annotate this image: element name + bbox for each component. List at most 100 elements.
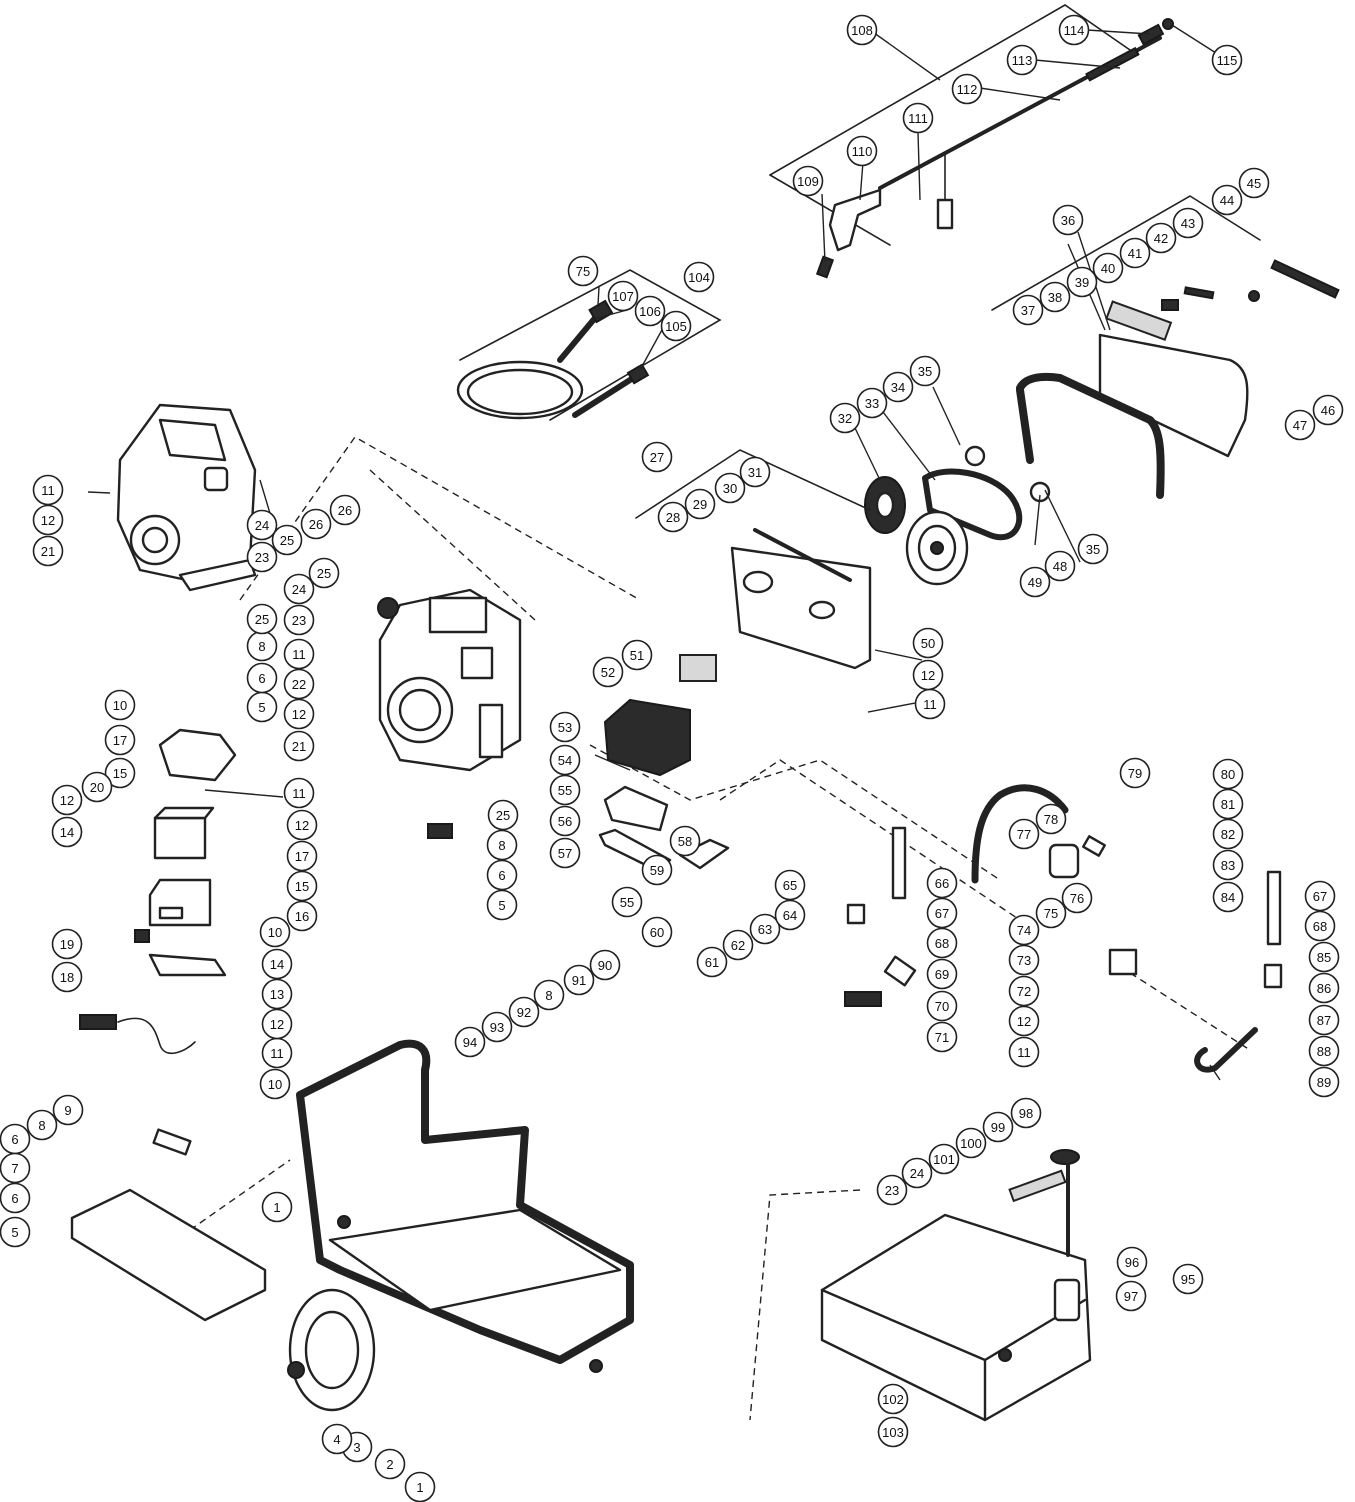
spray-gun-assembly (769, 4, 1174, 279)
callout-label: 1 (416, 1480, 423, 1495)
callout-87: 87 (1308, 1004, 1340, 1036)
callout-label: 47 (1293, 418, 1307, 433)
high-pressure-hose (456, 269, 722, 421)
callout-4: 4 (321, 1423, 353, 1455)
callout-label: 10 (268, 1077, 282, 1092)
callout-label: 60 (650, 925, 664, 940)
callout-label: 34 (891, 380, 905, 395)
callout-99: 99 (982, 1111, 1014, 1143)
callout-label: 13 (270, 987, 284, 1002)
callout-label: 9 (64, 1103, 71, 1118)
callout-label: 99 (991, 1120, 1005, 1135)
pulley-assembly (864, 445, 1051, 586)
callout-28: 28 (657, 501, 689, 533)
callout-label: 91 (572, 973, 586, 988)
callout-1: 1 (261, 1191, 293, 1223)
callout-23: 23 (246, 541, 278, 573)
fuel-tank (820, 1149, 1092, 1422)
callout-106: 106 (634, 295, 666, 327)
callout-label: 75 (576, 264, 590, 279)
callout-74: 74 (1008, 914, 1040, 946)
callout-57: 57 (549, 837, 581, 869)
callout-label: 17 (113, 733, 127, 748)
callout-label: 31 (748, 465, 762, 480)
callout-37: 37 (1012, 294, 1044, 326)
callout-label: 75 (1044, 906, 1058, 921)
callout-label: 8 (498, 838, 505, 853)
plumbing-assembly (844, 784, 1283, 1073)
callout-label: 55 (620, 895, 634, 910)
callout-104: 104 (683, 261, 715, 293)
callout-67: 67 (926, 897, 958, 929)
callout-72: 72 (1008, 975, 1040, 1007)
callout-label: 22 (292, 677, 306, 692)
callout-label: 74 (1017, 923, 1031, 938)
callout-label: 12 (60, 793, 74, 808)
callout-label: 24 (255, 518, 269, 533)
callout-label: 63 (758, 922, 772, 937)
callout-label: 25 (280, 533, 294, 548)
callout-label: 11 (292, 786, 306, 801)
callout-label: 5 (11, 1225, 18, 1240)
callout-26: 26 (329, 494, 361, 526)
callout-label: 11 (923, 697, 937, 712)
callout-label: 8 (258, 639, 265, 654)
callout-25: 25 (246, 603, 278, 635)
callout-55: 55 (611, 886, 643, 918)
callout-25: 25 (308, 557, 340, 589)
callout-label: 65 (783, 878, 797, 893)
callout-27: 27 (641, 441, 673, 473)
callout-38: 38 (1039, 281, 1071, 313)
callout-102: 102 (877, 1383, 909, 1415)
callout-29: 29 (684, 488, 716, 520)
callout-10: 10 (104, 689, 136, 721)
battery-assembly (79, 728, 453, 1055)
callout-label: 54 (558, 753, 572, 768)
callout-24: 24 (901, 1157, 933, 1189)
callout-label: 7 (11, 1161, 18, 1176)
callout-label: 14 (270, 957, 284, 972)
callout-label: 2 (386, 1457, 393, 1472)
callout-label: 83 (1221, 858, 1235, 873)
callout-label: 48 (1053, 559, 1067, 574)
callout-label: 45 (1247, 176, 1261, 191)
callout-label: 114 (1064, 23, 1085, 38)
callout-label: 28 (666, 510, 680, 525)
callout-label: 27 (650, 450, 664, 465)
callout-15: 15 (286, 870, 318, 902)
callout-75: 75 (567, 255, 599, 287)
callout-5: 5 (246, 691, 278, 723)
callout-70: 70 (926, 990, 958, 1022)
callout-8: 8 (533, 979, 565, 1011)
callout-label: 62 (731, 938, 745, 953)
callout-label: 37 (1021, 303, 1035, 318)
callout-90: 90 (589, 949, 621, 981)
callout-15: 15 (104, 757, 136, 789)
callout-label: 89 (1317, 1075, 1331, 1090)
callout-label: 61 (705, 955, 719, 970)
callout-label: 72 (1017, 984, 1031, 999)
callout-11: 11 (283, 777, 315, 809)
callout-label: 33 (865, 396, 879, 411)
callout-7: 7 (0, 1152, 31, 1184)
callout-label: 41 (1128, 246, 1142, 261)
callout-label: 56 (558, 814, 572, 829)
callout-label: 25 (496, 808, 510, 823)
mounting-bracket (635, 449, 872, 682)
callout-91: 91 (563, 964, 595, 996)
callout-label: 109 (797, 174, 819, 189)
callout-label: 100 (960, 1136, 982, 1151)
callout-45: 45 (1238, 167, 1270, 199)
callout-8: 8 (246, 630, 278, 662)
callout-label: 21 (41, 544, 55, 559)
callout-label: 5 (258, 700, 265, 715)
callout-50: 50 (912, 627, 944, 659)
callout-69: 69 (926, 958, 958, 990)
callout-111: 111 (902, 102, 934, 134)
callout-88: 88 (1308, 1035, 1340, 1067)
callout-101: 101 (928, 1143, 960, 1175)
callout-label: 115 (1217, 53, 1238, 68)
callout-label: 51 (630, 648, 644, 663)
callout-5: 5 (0, 1216, 31, 1248)
